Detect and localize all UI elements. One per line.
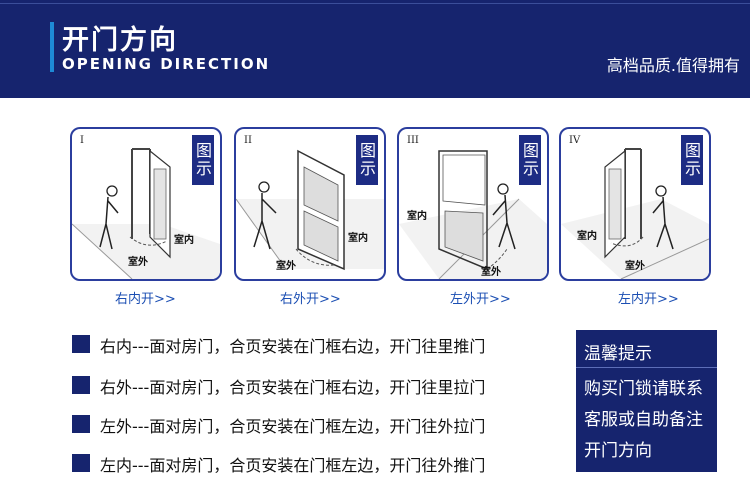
tips-line-3: 开门方向 (584, 441, 652, 461)
card-numeral: I (80, 135, 84, 146)
legend-text: 左内---面对房门，合页安装在门框左边，开门往外推门 (100, 456, 486, 475)
header-title-cn: 开门方向 (62, 25, 178, 56)
legend-bullet (72, 376, 90, 394)
diagram-tag: 图示 (519, 135, 541, 185)
direction-label-4: 左内开>> (618, 292, 679, 307)
legend-text: 右外---面对房门，合页安装在门框右边，开门往里拉门 (100, 378, 486, 397)
tips-box: 温馨提示 购买门锁请联系 客服或自助备注 开门方向 (576, 330, 717, 472)
label-indoor: 室内 (174, 235, 194, 246)
door-illustration-4 (561, 148, 709, 279)
card-numeral: II (244, 135, 252, 146)
card-numeral: IV (569, 135, 581, 146)
diagram-card-3: III 图示 室内 室外 (397, 127, 549, 281)
label-indoor: 室内 (407, 211, 427, 222)
legend-bullet (72, 335, 90, 353)
header-banner: 开门方向 OPENING DIRECTION 高档品质.值得拥有 (0, 0, 750, 98)
door-illustration-1 (72, 148, 220, 279)
legend-text: 左外---面对房门，合页安装在门框左边，开门往外拉门 (100, 417, 486, 436)
direction-label-1: 右内开>> (115, 292, 176, 307)
diagram-card-4: IV 图示 室内 室外 (559, 127, 711, 281)
header-slogan: 高档品质.值得拥有 (606, 56, 740, 75)
door-illustration-2 (236, 149, 384, 271)
diagram-card-1: I 图示 室内 室外 (70, 127, 222, 281)
tips-divider (576, 367, 717, 368)
diagram-card-2: II 图示 室内 室外 (234, 127, 386, 281)
legend-bullet (72, 415, 90, 433)
header-accent-bar (50, 22, 54, 72)
label-outdoor: 室外 (481, 267, 501, 278)
legend-text: 右内---面对房门，合页安装在门框右边，开门往里推门 (100, 337, 486, 356)
diagram-tag: 图示 (192, 135, 214, 185)
card-numeral: III (407, 135, 419, 146)
label-outdoor: 室外 (128, 257, 148, 268)
direction-label-3: 左外开>> (450, 292, 511, 307)
header-title-en: OPENING DIRECTION (62, 55, 271, 73)
header-top-line (0, 3, 750, 4)
tips-title: 温馨提示 (584, 344, 652, 364)
label-indoor: 室内 (348, 233, 368, 244)
tips-line-1: 购买门锁请联系 (584, 379, 703, 399)
tips-line-2: 客服或自助备注 (584, 410, 703, 430)
label-outdoor: 室外 (276, 261, 296, 272)
label-outdoor: 室外 (625, 261, 645, 272)
diagram-tag: 图示 (356, 135, 378, 185)
legend-bullet (72, 454, 90, 472)
diagram-tag: 图示 (681, 135, 703, 185)
direction-label-2: 右外开>> (280, 292, 341, 307)
door-illustration-3 (399, 150, 547, 279)
label-indoor: 室内 (577, 231, 597, 242)
